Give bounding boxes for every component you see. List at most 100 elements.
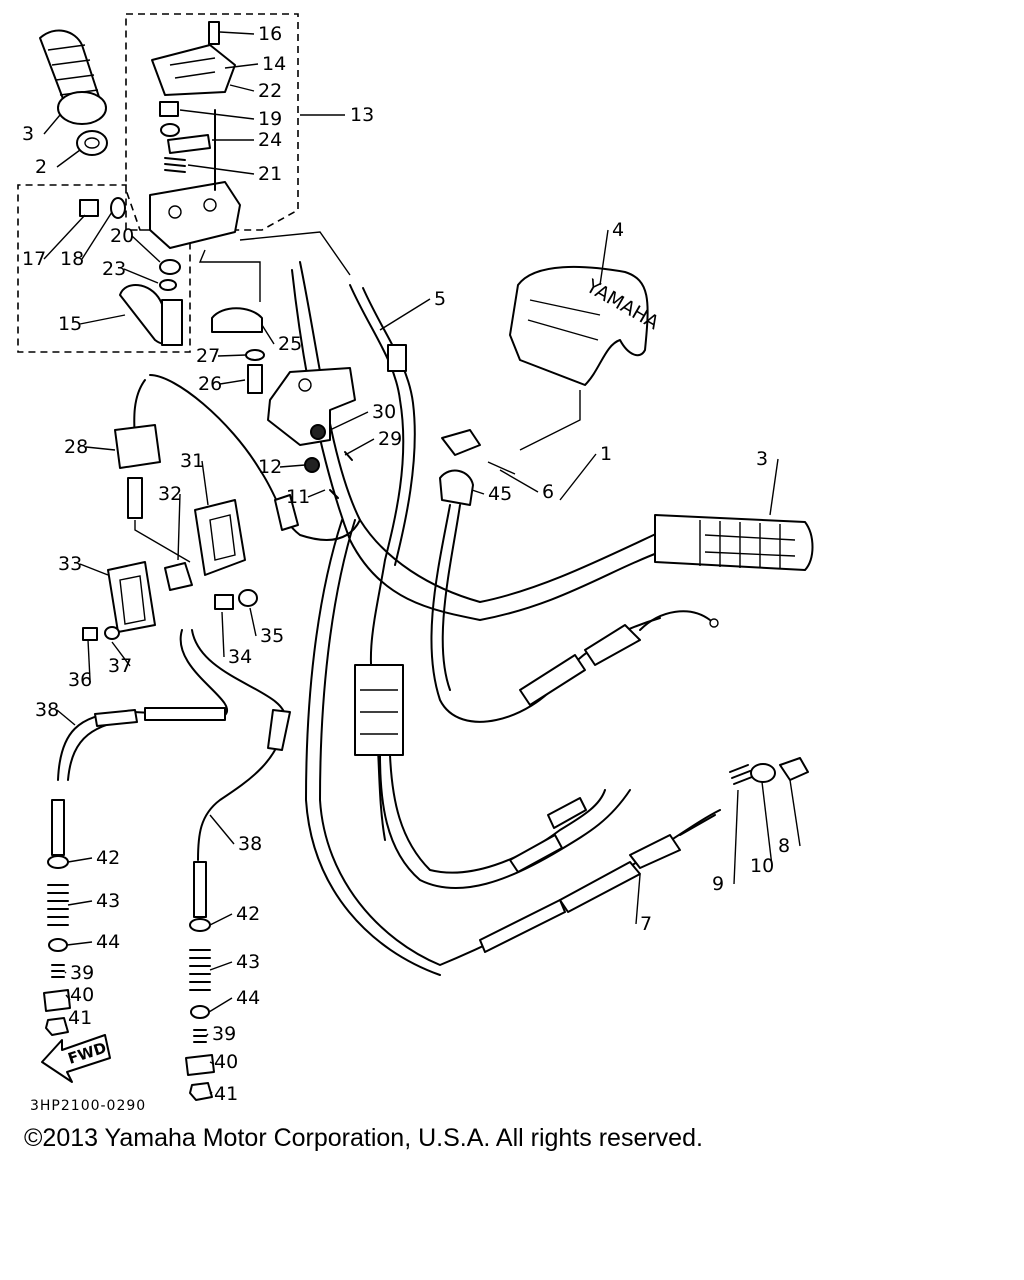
- left-grip: [39, 29, 107, 125]
- leader-39: [205, 1033, 209, 1037]
- callout-15: 15: [58, 313, 82, 335]
- leader-switch: [198, 249, 261, 302]
- clutch-cable: [519, 610, 719, 706]
- leader-40: [209, 1061, 215, 1065]
- callout-29: 29: [378, 428, 402, 450]
- plate-24: [167, 134, 211, 154]
- callout-40: 40: [214, 1051, 238, 1073]
- leader-31: [201, 460, 209, 506]
- master-cylinder: [267, 367, 356, 446]
- box-28: [114, 424, 161, 469]
- callout-17: 17: [22, 248, 46, 270]
- callout-19: 19: [258, 108, 282, 130]
- handlebar-pad: YAMAHA: [509, 266, 663, 386]
- cable-7-sleeve: [479, 899, 566, 953]
- screw-16: [208, 21, 220, 45]
- leader-3: [769, 458, 779, 516]
- leader-39: [64, 971, 67, 974]
- callout-40: 40: [70, 984, 94, 1006]
- screw-34: [214, 594, 234, 610]
- leader-43: [67, 900, 93, 906]
- cable-5-outer: [362, 287, 416, 566]
- callout-39: 39: [70, 962, 94, 984]
- leader-15: [79, 314, 126, 325]
- bolt-26: [247, 364, 263, 394]
- callout-11: 11: [286, 486, 310, 508]
- leader-34: [221, 611, 225, 658]
- callout-45: 45: [488, 483, 512, 505]
- callout-33: 33: [58, 553, 82, 575]
- leader-switch2: [239, 231, 351, 276]
- leader-44: [66, 941, 93, 946]
- callout-3: 3: [22, 123, 34, 145]
- leader-42: [209, 913, 233, 926]
- cable-38-right-sleeve: [267, 709, 291, 751]
- leader-17: [43, 214, 86, 260]
- cable-38-sleeve: [94, 709, 138, 727]
- callout-8: 8: [778, 835, 790, 857]
- fitting-30: [310, 424, 326, 440]
- lever-15: [119, 284, 183, 346]
- switch-cover: [151, 44, 236, 96]
- left-fitting-stack: [43, 799, 71, 1036]
- fwd-arrow-icon: FWD: [41, 1034, 111, 1083]
- cable-7-end: [679, 814, 716, 836]
- callout-37: 37: [108, 655, 132, 677]
- callout-18: 18: [60, 248, 84, 270]
- cable-28: [149, 374, 361, 541]
- right-grip: [654, 514, 814, 571]
- callout-5: 5: [434, 288, 446, 310]
- callout-27: 27: [196, 345, 220, 367]
- leader-32: [134, 520, 191, 563]
- leader-18: [81, 211, 113, 260]
- plate-32: [164, 562, 193, 591]
- clamp-25: [211, 307, 263, 333]
- cable-7-outer: [305, 519, 441, 976]
- callout-36: 36: [68, 669, 92, 691]
- cable-7-adjuster: [629, 834, 681, 869]
- fitting-12: [304, 457, 320, 473]
- callout-30: 30: [372, 401, 396, 423]
- grip-end-cap-hole: [84, 137, 100, 149]
- leader-41: [63, 1017, 67, 1027]
- leader-37: [111, 641, 131, 667]
- cable-38-left-outer: [67, 717, 136, 781]
- cable-38-sleeve2: [144, 707, 226, 721]
- washer-24: [160, 123, 180, 137]
- callout-12: 12: [258, 456, 282, 478]
- leader-16: [219, 31, 255, 35]
- harness-sleeve: [509, 834, 563, 873]
- callout-35: 35: [260, 625, 284, 647]
- leader-9: [733, 789, 739, 885]
- callout-44: 44: [236, 987, 260, 1009]
- leader-12: [279, 464, 306, 468]
- leader-3: [43, 114, 61, 135]
- washer-37: [104, 626, 120, 640]
- switch-45-cable2: [441, 504, 461, 691]
- leader-28: [85, 446, 116, 451]
- callout-26: 26: [198, 373, 222, 395]
- callout-25: 25: [278, 333, 302, 355]
- callout-23: 23: [102, 258, 126, 280]
- bolt-17: [79, 199, 99, 217]
- end-8: [779, 757, 809, 781]
- callout-10: 10: [750, 855, 774, 877]
- callout-7: 7: [640, 913, 652, 935]
- callout-21: 21: [258, 163, 282, 185]
- callout-20: 20: [110, 225, 134, 247]
- leader-8: [789, 779, 801, 847]
- leader-6: [499, 469, 539, 493]
- callout-39: 39: [212, 1023, 236, 1045]
- leader-lines: [43, 31, 801, 1095]
- washer-19: [110, 197, 126, 219]
- bracket-6: [441, 429, 481, 456]
- copyright-notice: ©2013 Yamaha Motor Corporation, U.S.A. A…: [24, 1124, 703, 1152]
- leader-29: [344, 438, 375, 456]
- cover-31: [194, 499, 246, 576]
- callout-22: 22: [258, 80, 282, 102]
- switch-body: [149, 181, 241, 249]
- callout-6: 6: [542, 481, 554, 503]
- leader-19: [179, 109, 255, 120]
- screw-36: [82, 627, 98, 641]
